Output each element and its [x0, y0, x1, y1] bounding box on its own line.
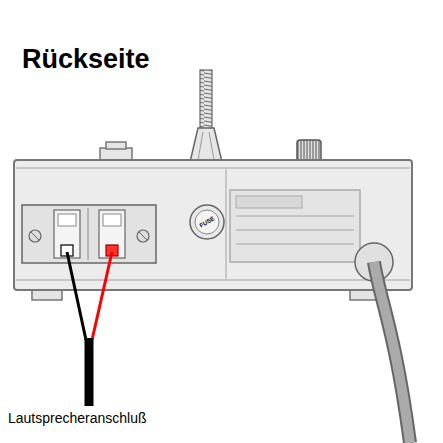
terminal-clip — [54, 210, 80, 258]
speaker-cable — [85, 338, 94, 406]
control-knob — [297, 140, 321, 162]
page-title: Rückseite — [22, 44, 150, 75]
screw — [137, 230, 149, 242]
rating-plate — [230, 190, 360, 262]
black-wire — [67, 252, 86, 340]
red-wire — [92, 252, 112, 340]
top-clamp — [106, 142, 126, 149]
cable-label: Lautsprecheranschluß — [8, 410, 147, 426]
device-housing — [14, 160, 412, 290]
gooseneck-base — [190, 128, 222, 162]
power-cord — [374, 262, 410, 443]
screw — [29, 230, 41, 242]
fuse-holder — [190, 205, 224, 239]
gooseneck-spring — [200, 70, 212, 130]
terminal-block — [22, 205, 156, 263]
terminal-clip — [99, 210, 125, 258]
